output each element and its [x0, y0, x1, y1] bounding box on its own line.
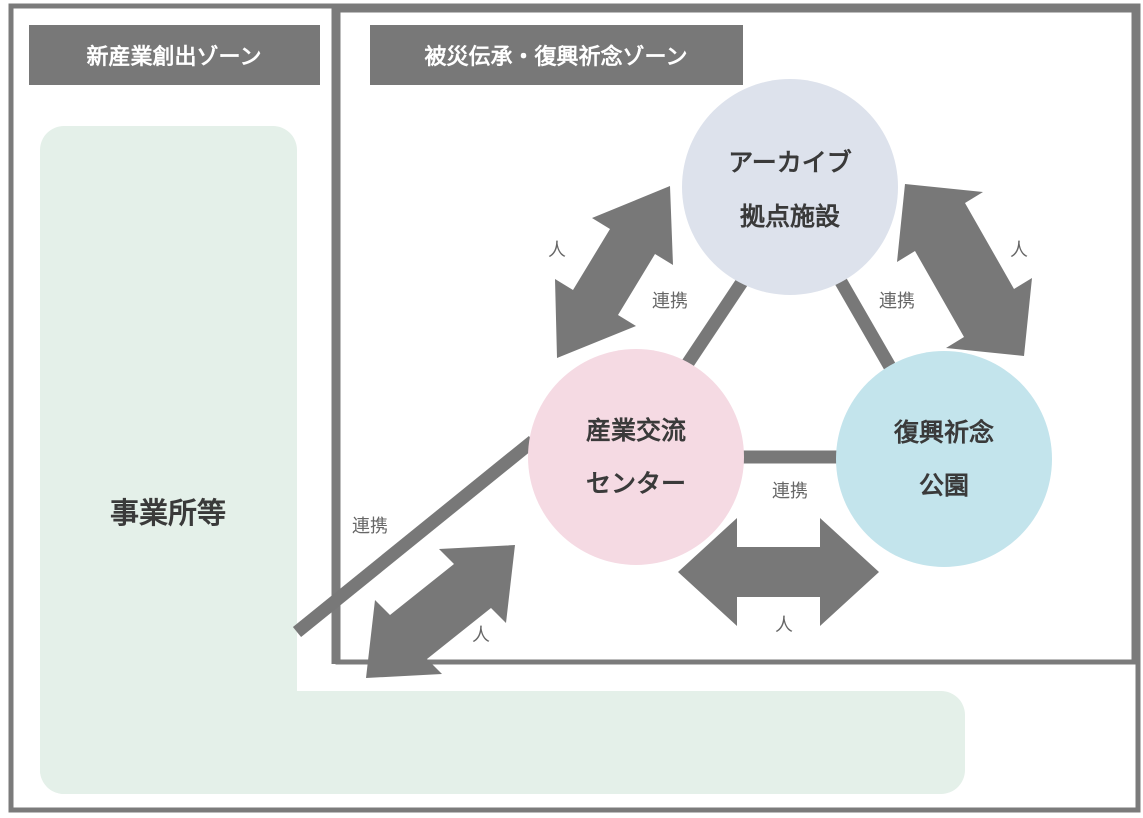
link-bar-archive-memorial	[834, 276, 899, 376]
zone-label-disaster-memorial-bg	[370, 25, 743, 85]
people-label-archive-industry: 人	[548, 240, 566, 261]
link-label-industry-office: 連携	[352, 516, 388, 537]
archive-node-label-line1: アーカイブ	[728, 148, 852, 177]
link-label-archive-memorial: 連携	[879, 291, 915, 312]
memorial-node-label-line1: 復興祈念	[893, 418, 994, 447]
zone-label-disaster-memorial: 被災伝承・復興祈念ゾーン	[425, 44, 688, 70]
link-label-archive-industry: 連携	[652, 291, 688, 312]
memorial-node-label-line2: 公園	[919, 471, 969, 500]
zone-label-new-industry-bg	[29, 25, 320, 85]
link-bar-archive-industry	[676, 278, 748, 376]
link-bar-industry-office	[292, 435, 538, 638]
people-arrow-industry-memorial	[678, 518, 879, 626]
office-area-joint	[270, 691, 330, 751]
memorial-zone-frame	[335, 7, 1137, 665]
office-area-vertical	[40, 126, 297, 794]
zone-label-new-industry: 新産業創出ゾーン	[87, 44, 262, 70]
people-label-archive-memorial: 人	[1010, 240, 1028, 261]
people-arrow-archive-memorial	[897, 184, 1032, 356]
memorial-park-node	[836, 351, 1052, 567]
archive-facility-node	[682, 79, 898, 295]
industry-node-label-line2: センター	[586, 469, 686, 498]
people-label-industry-office: 人	[472, 625, 490, 646]
office-area	[40, 126, 965, 794]
people-arrow-archive-industry	[555, 186, 673, 358]
archive-node-label-line2: 拠点施設	[740, 202, 841, 231]
outer-frame	[8, 3, 1141, 813]
link-label-industry-memorial: 連携	[772, 481, 808, 502]
people-arrow-industry-office	[366, 545, 515, 678]
industry-node-label-line1: 産業交流	[586, 416, 686, 445]
office-area-horizontal	[40, 691, 965, 794]
industry-exchange-center-node	[528, 349, 744, 565]
office-label: 事業所等	[110, 496, 226, 530]
people-label-industry-memorial: 人	[775, 615, 793, 636]
